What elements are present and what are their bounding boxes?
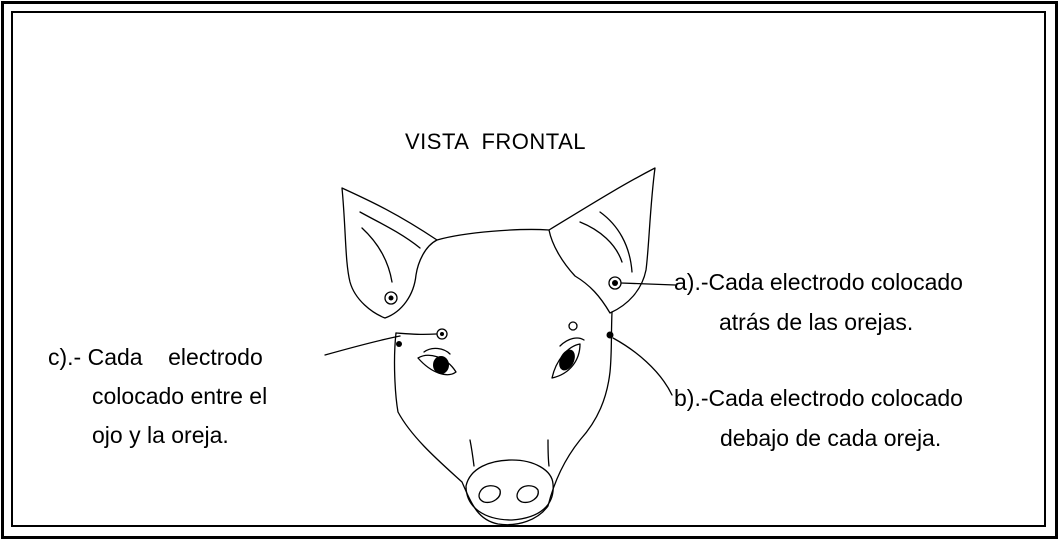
left-eye <box>433 356 449 374</box>
leader-c <box>325 336 400 355</box>
left-nostril <box>479 486 500 503</box>
label-c-line3: ojo y la oreja. <box>92 422 229 450</box>
leader-b <box>613 338 672 395</box>
leader-a <box>621 283 675 285</box>
right-ear-fold <box>600 212 632 272</box>
snout <box>466 460 553 520</box>
label-a-line2: atrás de las orejas. <box>719 309 913 337</box>
label-b-line2: debajo de cada oreja. <box>720 425 941 453</box>
electrode-c-right <box>569 322 577 330</box>
left-ear-fold <box>362 228 392 282</box>
right-ear <box>549 168 655 313</box>
forehead <box>437 229 549 240</box>
diagram-title: VISTA FRONTAL <box>405 129 586 155</box>
label-c-line2: colocado entre el <box>92 383 267 411</box>
right-nostril <box>517 486 538 503</box>
label-c-line1: c).- Cada electrodo <box>48 344 263 372</box>
electrode-b-left <box>396 341 402 347</box>
label-b-line1: b).-Cada electrodo colocado <box>674 385 963 413</box>
electrode-b-right <box>607 332 614 339</box>
label-a-line1: a).-Cada electrodo colocado <box>674 269 963 297</box>
